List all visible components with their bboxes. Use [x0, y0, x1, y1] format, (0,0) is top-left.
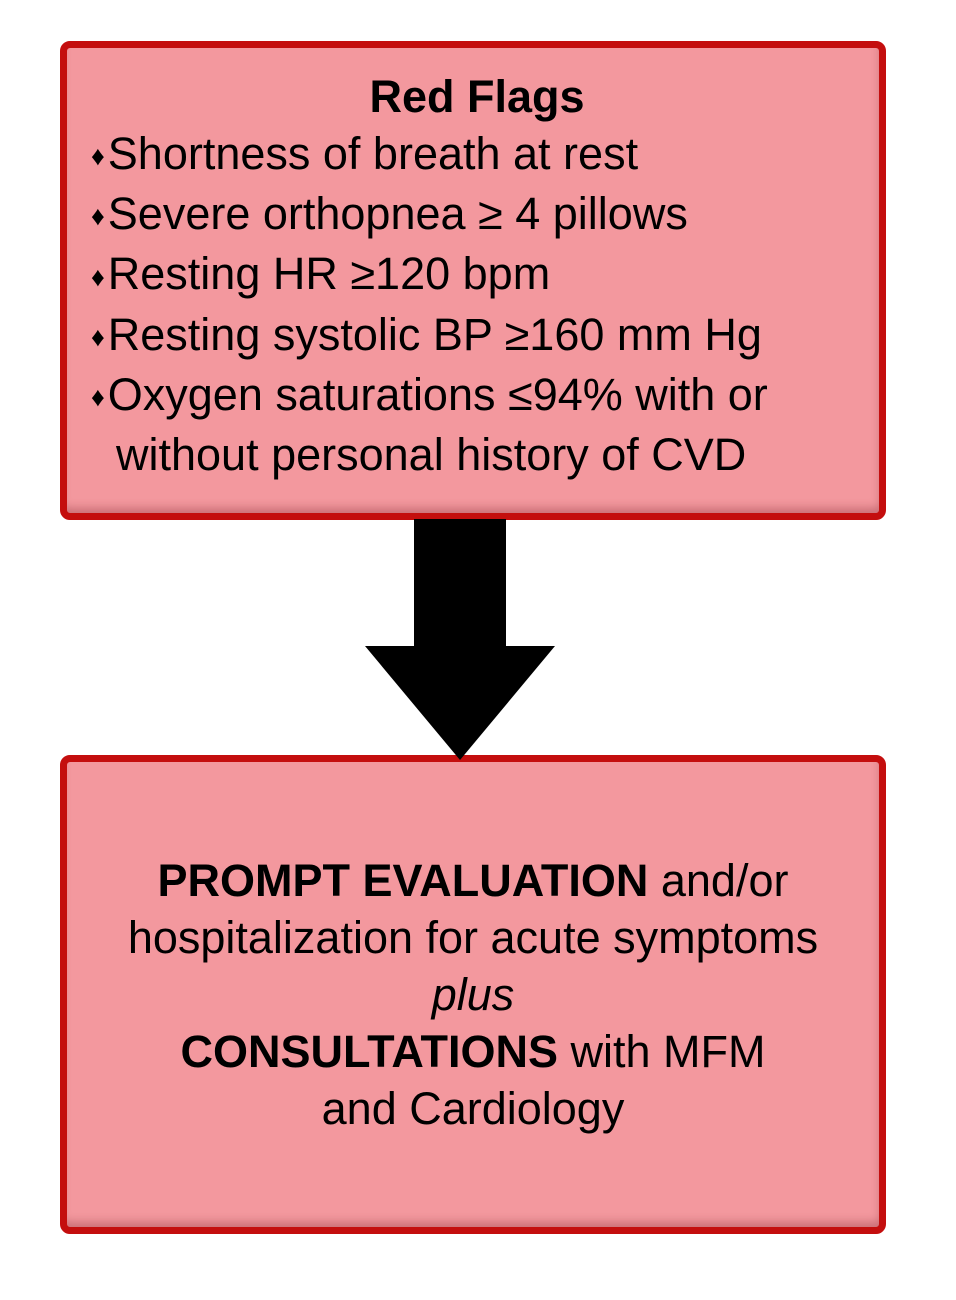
list-item-text: Oxygen saturations ≤94% with or without … [107, 368, 768, 481]
list-item-text: Resting HR ≥120 bpm [107, 248, 551, 300]
diamond-bullet-icon: ♦ [91, 261, 105, 292]
red-flags-box: Red Flags ♦Shortness of breath at rest ♦… [60, 41, 886, 520]
list-item-text: Severe orthopnea ≥ 4 pillows [107, 188, 688, 240]
list-item: ♦Severe orthopnea ≥ 4 pillows [91, 185, 863, 245]
diamond-bullet-icon: ♦ [91, 141, 105, 172]
list-item-text: Shortness of breath at rest [107, 128, 639, 179]
action-line: hospitalization for acute symptoms [127, 912, 819, 963]
list-item: ♦Resting systolic BP ≥160 mm Hg [91, 306, 863, 366]
action-box: PROMPT EVALUATION and/or hospitalization… [60, 755, 886, 1234]
list-item: ♦Shortness of breath at rest [91, 125, 863, 185]
diamond-bullet-icon: ♦ [91, 201, 105, 232]
action-line: PROMPT EVALUATION and/or [77, 852, 869, 909]
list-item-text: Resting systolic BP ≥160 mm Hg [107, 308, 762, 360]
red-flags-list: ♦Shortness of breath at rest ♦Severe ort… [91, 125, 863, 483]
consultations-text: CONSULTATIONS [180, 1026, 558, 1077]
down-arrow-icon [365, 519, 555, 760]
action-line: CONSULTATIONS with MFM [77, 1023, 869, 1080]
diamond-bullet-icon: ♦ [91, 321, 105, 352]
red-flags-title: Red Flags [369, 71, 585, 122]
diamond-bullet-icon: ♦ [91, 382, 105, 413]
action-line: and Cardiology [321, 1083, 625, 1134]
list-item: ♦Resting HR ≥120 bpm [91, 245, 863, 305]
prompt-evaluation-text: PROMPT EVALUATION [157, 855, 649, 906]
and-or-text: and/or [648, 855, 789, 906]
list-item: ♦Oxygen saturations ≤94% with or without… [91, 366, 863, 483]
plus-text: plus [431, 969, 515, 1020]
with-mfm-text: with MFM [557, 1026, 766, 1077]
